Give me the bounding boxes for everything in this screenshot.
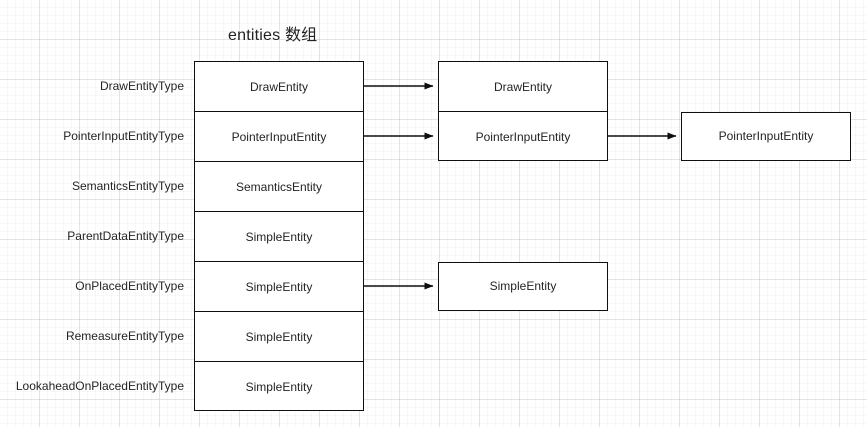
type-label-on-placed-entity-type: OnPlacedEntityType: [75, 279, 184, 293]
array-cell-simple-entity-parent-data: SimpleEntity: [195, 212, 363, 262]
array-cell-simple-entity-lookahead: SimpleEntity: [245, 380, 313, 394]
array-cell-simple-entity-remeasure: SimpleEntity: [195, 312, 363, 362]
array-cell-pointer-input-entity: PointerInputEntity: [195, 112, 363, 162]
middle-node-box: DrawEntity PointerInputEntity: [438, 61, 608, 161]
middle-node-cell-draw-entity: DrawEntity: [439, 62, 607, 112]
entities-array-box: DrawEntity PointerInputEntity SemanticsE…: [194, 61, 364, 411]
array-cell-simple-entity-on-placed: SimpleEntity: [195, 262, 363, 312]
type-label-remeasure-entity-type: RemeasureEntityType: [65, 329, 184, 343]
array-cell-semantics-entity: SemanticsEntity: [195, 162, 363, 212]
type-label-lookahead-on-placed-entity-type: LookaheadOnPlacedEntityType: [15, 379, 184, 393]
type-label-pointer-input-entity-type: PointerInputEntityType: [63, 129, 184, 143]
diagram-title: entities 数组: [228, 27, 318, 44]
type-label-parent-data-entity-type: ParentDataEntityType: [67, 229, 184, 243]
type-label-semantics-entity-type: SemanticsEntityType: [71, 179, 184, 193]
array-cell-draw-entity: DrawEntity: [195, 62, 363, 112]
type-label-draw-entity-type: DrawEntityType: [99, 79, 184, 93]
bottom-node-simple-entity: SimpleEntity: [438, 262, 608, 311]
right-node-pointer-input-entity: PointerInputEntity: [681, 112, 851, 161]
middle-node-cell-pointer-input-entity: PointerInputEntity: [475, 130, 571, 144]
